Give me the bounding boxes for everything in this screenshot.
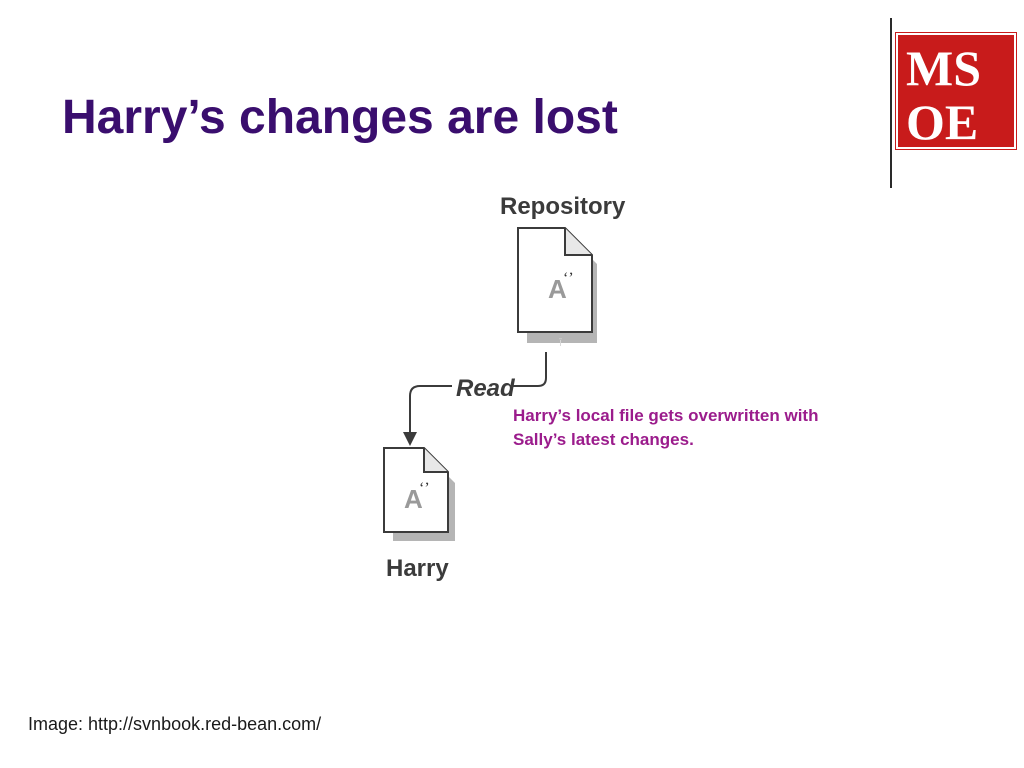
callout-line-1: Harry’s local file gets overwritten with <box>513 406 819 425</box>
callout-text: Harry’s local file gets overwritten with… <box>513 404 893 452</box>
harry-file-glyph: A <box>404 484 423 514</box>
svg-text:ī: ī <box>559 337 563 349</box>
arrow-head <box>403 432 417 446</box>
slide-title: Harry’s changes are lost <box>62 91 618 144</box>
image-source-caption: Image: http://svnbook.red-bean.com/ <box>28 714 322 734</box>
svg-text:MS: MS <box>906 40 981 96</box>
read-label: Read <box>456 375 516 402</box>
repo-file-glyph: A <box>548 274 567 304</box>
msoe-logo: MS OE <box>895 32 1017 150</box>
repository-file-icon: A ‘’ ī <box>517 227 597 349</box>
harry-file-mark: ‘’ <box>419 480 430 497</box>
callout-line-2: Sally’s latest changes. <box>513 430 694 449</box>
repo-file-mark: ‘’ <box>563 270 574 287</box>
svn-read-diagram: Repository A ‘’ ī Read A ‘’ Harry <box>370 180 650 600</box>
repository-label: Repository <box>500 193 626 220</box>
header-divider <box>890 18 892 188</box>
svg-text:OE: OE <box>906 94 978 147</box>
harry-file-icon: A ‘’ <box>383 447 455 541</box>
harry-label: Harry <box>386 555 449 582</box>
